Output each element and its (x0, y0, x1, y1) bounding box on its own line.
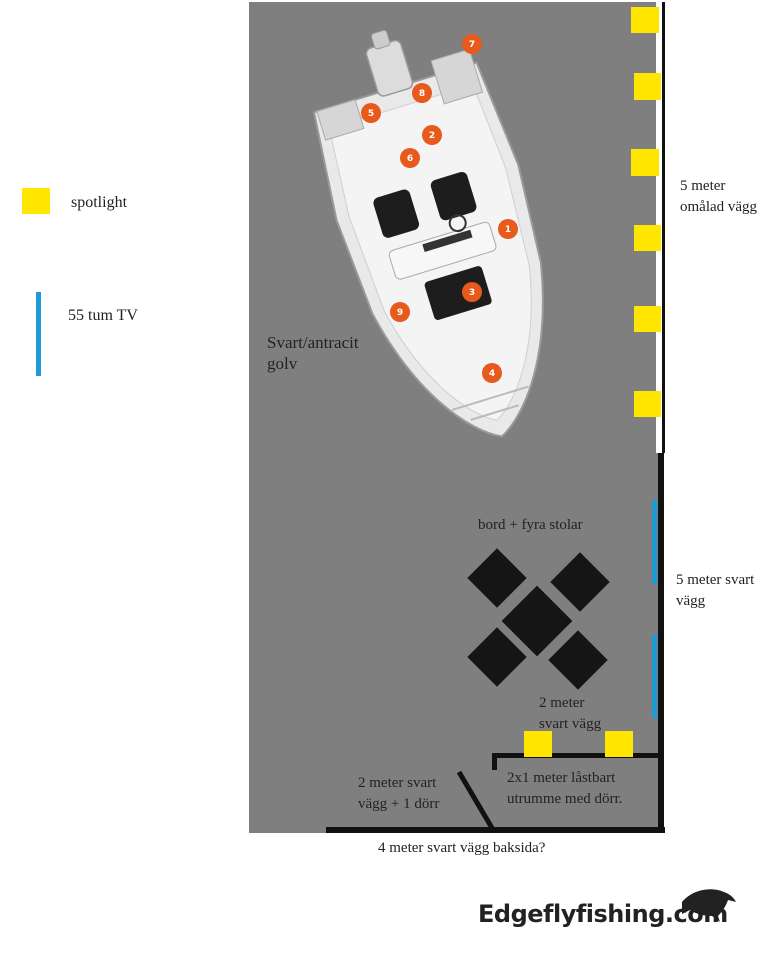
marker-8-label: 8 (419, 89, 425, 99)
boat (312, 29, 544, 438)
wall-right-unpainted-edge (662, 2, 665, 453)
spotlight (605, 731, 633, 757)
spotlight (634, 73, 661, 100)
tv-lower (652, 635, 657, 718)
wall-door-label: 2 meter svart vägg + 1 dörr (358, 775, 440, 812)
marker-3-label: 3 (469, 288, 475, 298)
table-label: bord + fyra stolar (478, 517, 583, 533)
spotlight (524, 731, 552, 757)
wall-right-bottom-label: 5 meter svart vägg (676, 572, 755, 609)
marker-6-label: 6 (407, 154, 413, 164)
marker-4 (482, 363, 502, 383)
wall-door (456, 770, 495, 830)
wall-storage-left (492, 753, 497, 770)
legend-spotlight-label: spotlight (71, 194, 128, 211)
wall-storage-top (492, 753, 658, 758)
spotlight (634, 306, 661, 332)
marker-5 (361, 103, 381, 123)
boat-seat (430, 171, 477, 221)
marker-6 (400, 148, 420, 168)
marker-1 (498, 219, 518, 239)
dolphin-icon (682, 889, 736, 922)
wall-right-black (658, 453, 664, 833)
legend-spotlight-swatch (22, 188, 50, 214)
marker-9-label: 9 (397, 308, 403, 318)
wall-inner-label: 2 meter svart vägg (539, 695, 602, 732)
marker-1-label: 1 (505, 225, 511, 235)
marker-8 (412, 83, 432, 103)
marker-7 (462, 34, 482, 54)
legend-tv-swatch (36, 292, 41, 376)
spotlight (631, 7, 659, 33)
tv-upper (652, 500, 657, 584)
spotlight (634, 225, 661, 251)
legend-tv-label: 55 tum TV (68, 307, 138, 324)
marker-3 (462, 282, 482, 302)
floor-label: Svart/antracit golv (267, 333, 359, 373)
spotlight (634, 391, 661, 417)
marker-4-label: 4 (489, 369, 495, 379)
wall-right-top-label: 5 meter omålad vägg (680, 178, 758, 215)
marker-2 (422, 125, 442, 145)
marker-2-label: 2 (429, 131, 435, 141)
marker-9 (390, 302, 410, 322)
storage-label: 2x1 meter låstbart utrumme med dörr. (507, 770, 623, 807)
marker-5-label: 5 (368, 109, 374, 119)
wall-back-label: 4 meter svart vägg baksida? (378, 840, 546, 856)
spotlight (631, 149, 659, 176)
boat-seat (373, 189, 420, 238)
wall-back (326, 827, 665, 833)
boat-front-seat (424, 266, 492, 320)
boat-markers: 7 8 5 2 6 1 3 9 4 (361, 34, 518, 383)
marker-7-label: 7 (469, 40, 475, 50)
